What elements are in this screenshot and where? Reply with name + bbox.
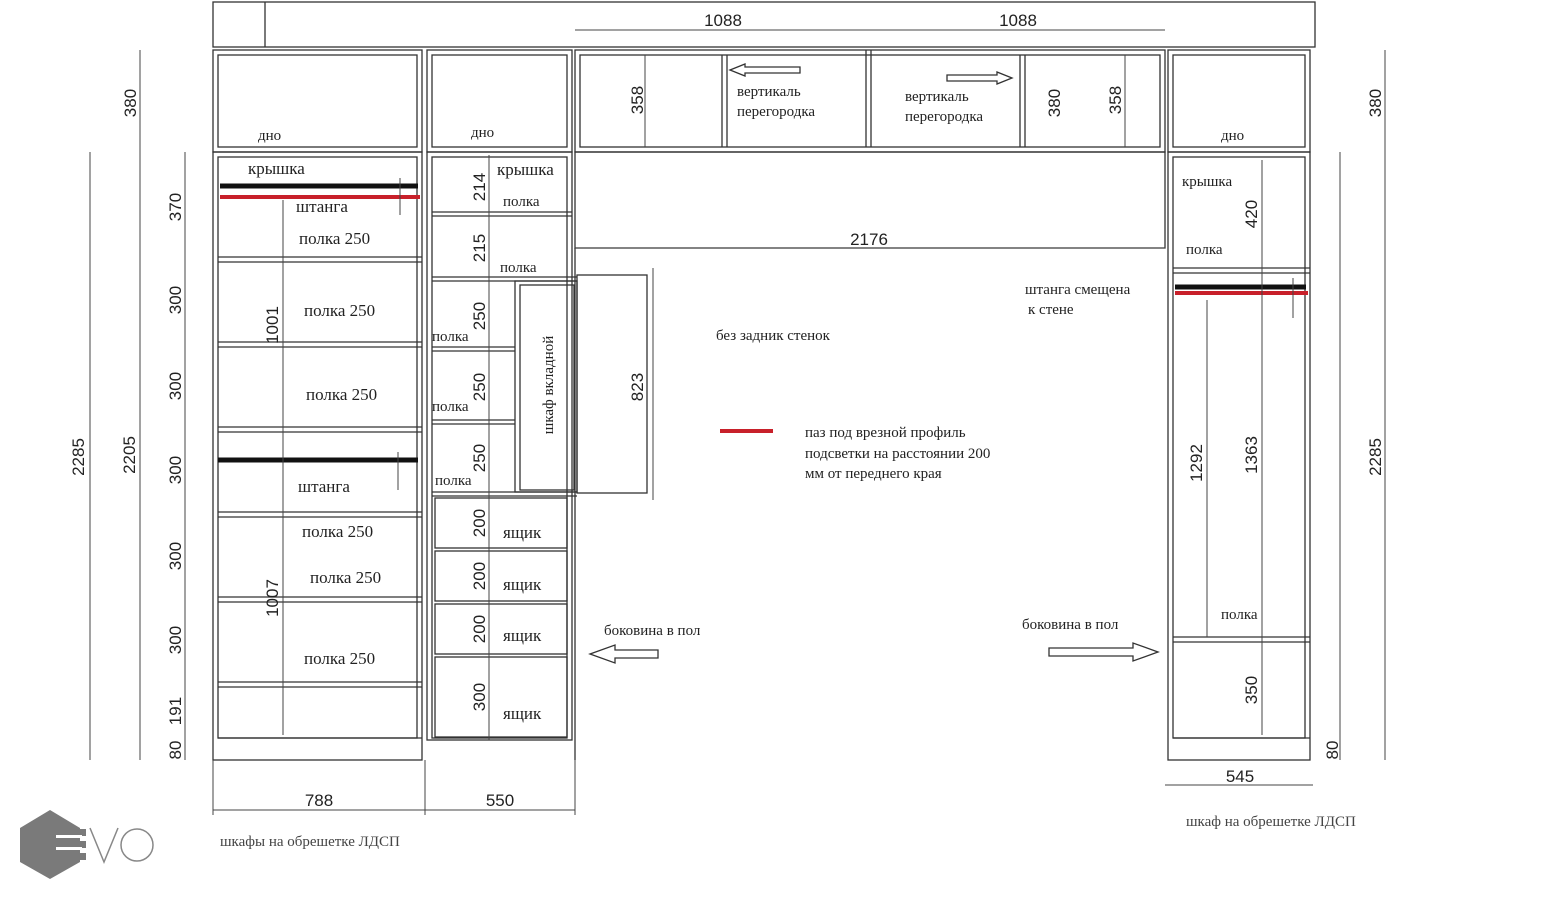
dim-358: 358	[628, 86, 647, 114]
dim-2205: 2205	[120, 436, 139, 474]
dim-1292: 1292	[1187, 444, 1206, 482]
label-shelf-250: полка 250	[299, 229, 370, 248]
dim-drawer: 200	[470, 562, 489, 590]
dim-section: 250	[470, 302, 489, 330]
dim-2285: 2285	[1366, 438, 1385, 476]
label-rail-offset: к стене	[1028, 302, 1074, 318]
label-drawer: ящик	[503, 704, 542, 723]
dim-350: 350	[1242, 676, 1261, 704]
dim-380: 380	[1366, 89, 1385, 117]
part-labels: дно дно дно крышка крышка крышка штанга …	[220, 84, 1356, 850]
evo-logo	[20, 810, 154, 879]
dim-section: 250	[470, 373, 489, 401]
dim-section: 300	[166, 542, 185, 570]
label-polka: полка	[1221, 607, 1258, 623]
label-polka: полка	[432, 329, 469, 345]
label-shtanga: штанга	[296, 197, 348, 216]
label-drawer: ящик	[503, 523, 542, 542]
label-shelf-250: полка 250	[306, 385, 377, 404]
dim-380: 380	[1045, 89, 1064, 117]
dim-788: 788	[305, 791, 333, 810]
label-drawer: ящик	[503, 575, 542, 594]
dim-section: 300	[166, 456, 185, 484]
label-kryshka: крышка	[1182, 174, 1232, 190]
dim-358: 358	[1106, 86, 1125, 114]
label-insert-cabinet: шкаф вкладной	[541, 336, 557, 434]
legend-text: мм от переднего края	[805, 466, 942, 482]
arrow-left-icon	[588, 644, 659, 664]
label-shelf-250: полка 250	[310, 568, 381, 587]
right-cabinet	[1167, 151, 1311, 761]
label-partition: перегородка	[905, 109, 983, 125]
note-left: шкафы на обрешетке ЛДСП	[220, 834, 400, 850]
label-shelf-250: полка 250	[304, 649, 375, 668]
label-side-to-floor: боковина в пол	[1022, 617, 1119, 633]
dim-1363: 1363	[1242, 436, 1261, 474]
label-dno: дно	[1221, 128, 1244, 144]
dim-section: 300	[166, 286, 185, 314]
arrow-left-icon	[728, 63, 801, 77]
dim-section: 370	[166, 193, 185, 221]
dim-420: 420	[1242, 200, 1261, 228]
cornice	[212, 1, 1316, 48]
dim-550: 550	[486, 791, 514, 810]
legend-text: паз под врезной профиль	[805, 425, 966, 441]
label-shelf-250: полка 250	[304, 301, 375, 320]
mezzanine	[212, 49, 1311, 153]
label-kryshka: крышка	[497, 160, 554, 179]
label-polka: полка	[1186, 242, 1223, 258]
label-side-to-floor: боковина в пол	[604, 623, 701, 639]
note-right: шкаф на обрешетке ЛДСП	[1186, 814, 1356, 830]
dim-section: 191	[166, 697, 185, 725]
middle-cabinet	[426, 151, 578, 741]
label-vertical: вертикаль	[905, 89, 969, 105]
dim-drawer: 300	[470, 683, 489, 711]
dim-drawer: 200	[470, 509, 489, 537]
dim-80: 80	[1323, 741, 1342, 760]
dim-545: 545	[1226, 767, 1254, 786]
arrow-right-icon	[946, 71, 1014, 85]
dim-section: 300	[166, 626, 185, 654]
dim-823: 823	[628, 373, 647, 401]
dim-1088-right: 1088	[999, 11, 1037, 30]
dim-380: 380	[121, 89, 140, 117]
dim-section: 300	[166, 372, 185, 400]
dim-section: 215	[470, 234, 489, 262]
dim-drawer: 200	[470, 615, 489, 643]
label-kryshka: крышка	[248, 159, 305, 178]
label-polka: полка	[432, 399, 469, 415]
label-vertical: вертикаль	[737, 84, 801, 100]
label-rail-offset: штанга смещена	[1025, 282, 1131, 298]
dim-1007: 1007	[263, 579, 282, 617]
label-partition: перегородка	[737, 104, 815, 120]
left-cabinet	[212, 151, 423, 761]
dim-section: 80	[166, 741, 185, 760]
dim-2285: 2285	[69, 438, 88, 476]
dim-section: 250	[470, 444, 489, 472]
label-polka: полка	[435, 473, 472, 489]
label-dno: дно	[471, 125, 494, 141]
dim-1001: 1001	[263, 306, 282, 344]
label-polka: полка	[500, 260, 537, 276]
dimension-labels: 1088 1088 380 358 380 358 380 2285 2285 …	[69, 11, 1385, 810]
dim-section: 214	[470, 173, 489, 201]
label-shelf-250: полка 250	[302, 522, 373, 541]
label-dno: дно	[258, 128, 281, 144]
label-shtanga: штанга	[298, 477, 350, 496]
dimension-lines	[89, 29, 1386, 815]
legend-text: подсветки на расстоянии 200	[805, 446, 990, 462]
arrow-right-icon	[1048, 642, 1160, 662]
dim-2176: 2176	[850, 230, 888, 249]
label-drawer: ящик	[503, 626, 542, 645]
label-polka: полка	[503, 194, 540, 210]
dim-1088-left: 1088	[704, 11, 742, 30]
label-no-back: без задник стенок	[716, 328, 831, 344]
